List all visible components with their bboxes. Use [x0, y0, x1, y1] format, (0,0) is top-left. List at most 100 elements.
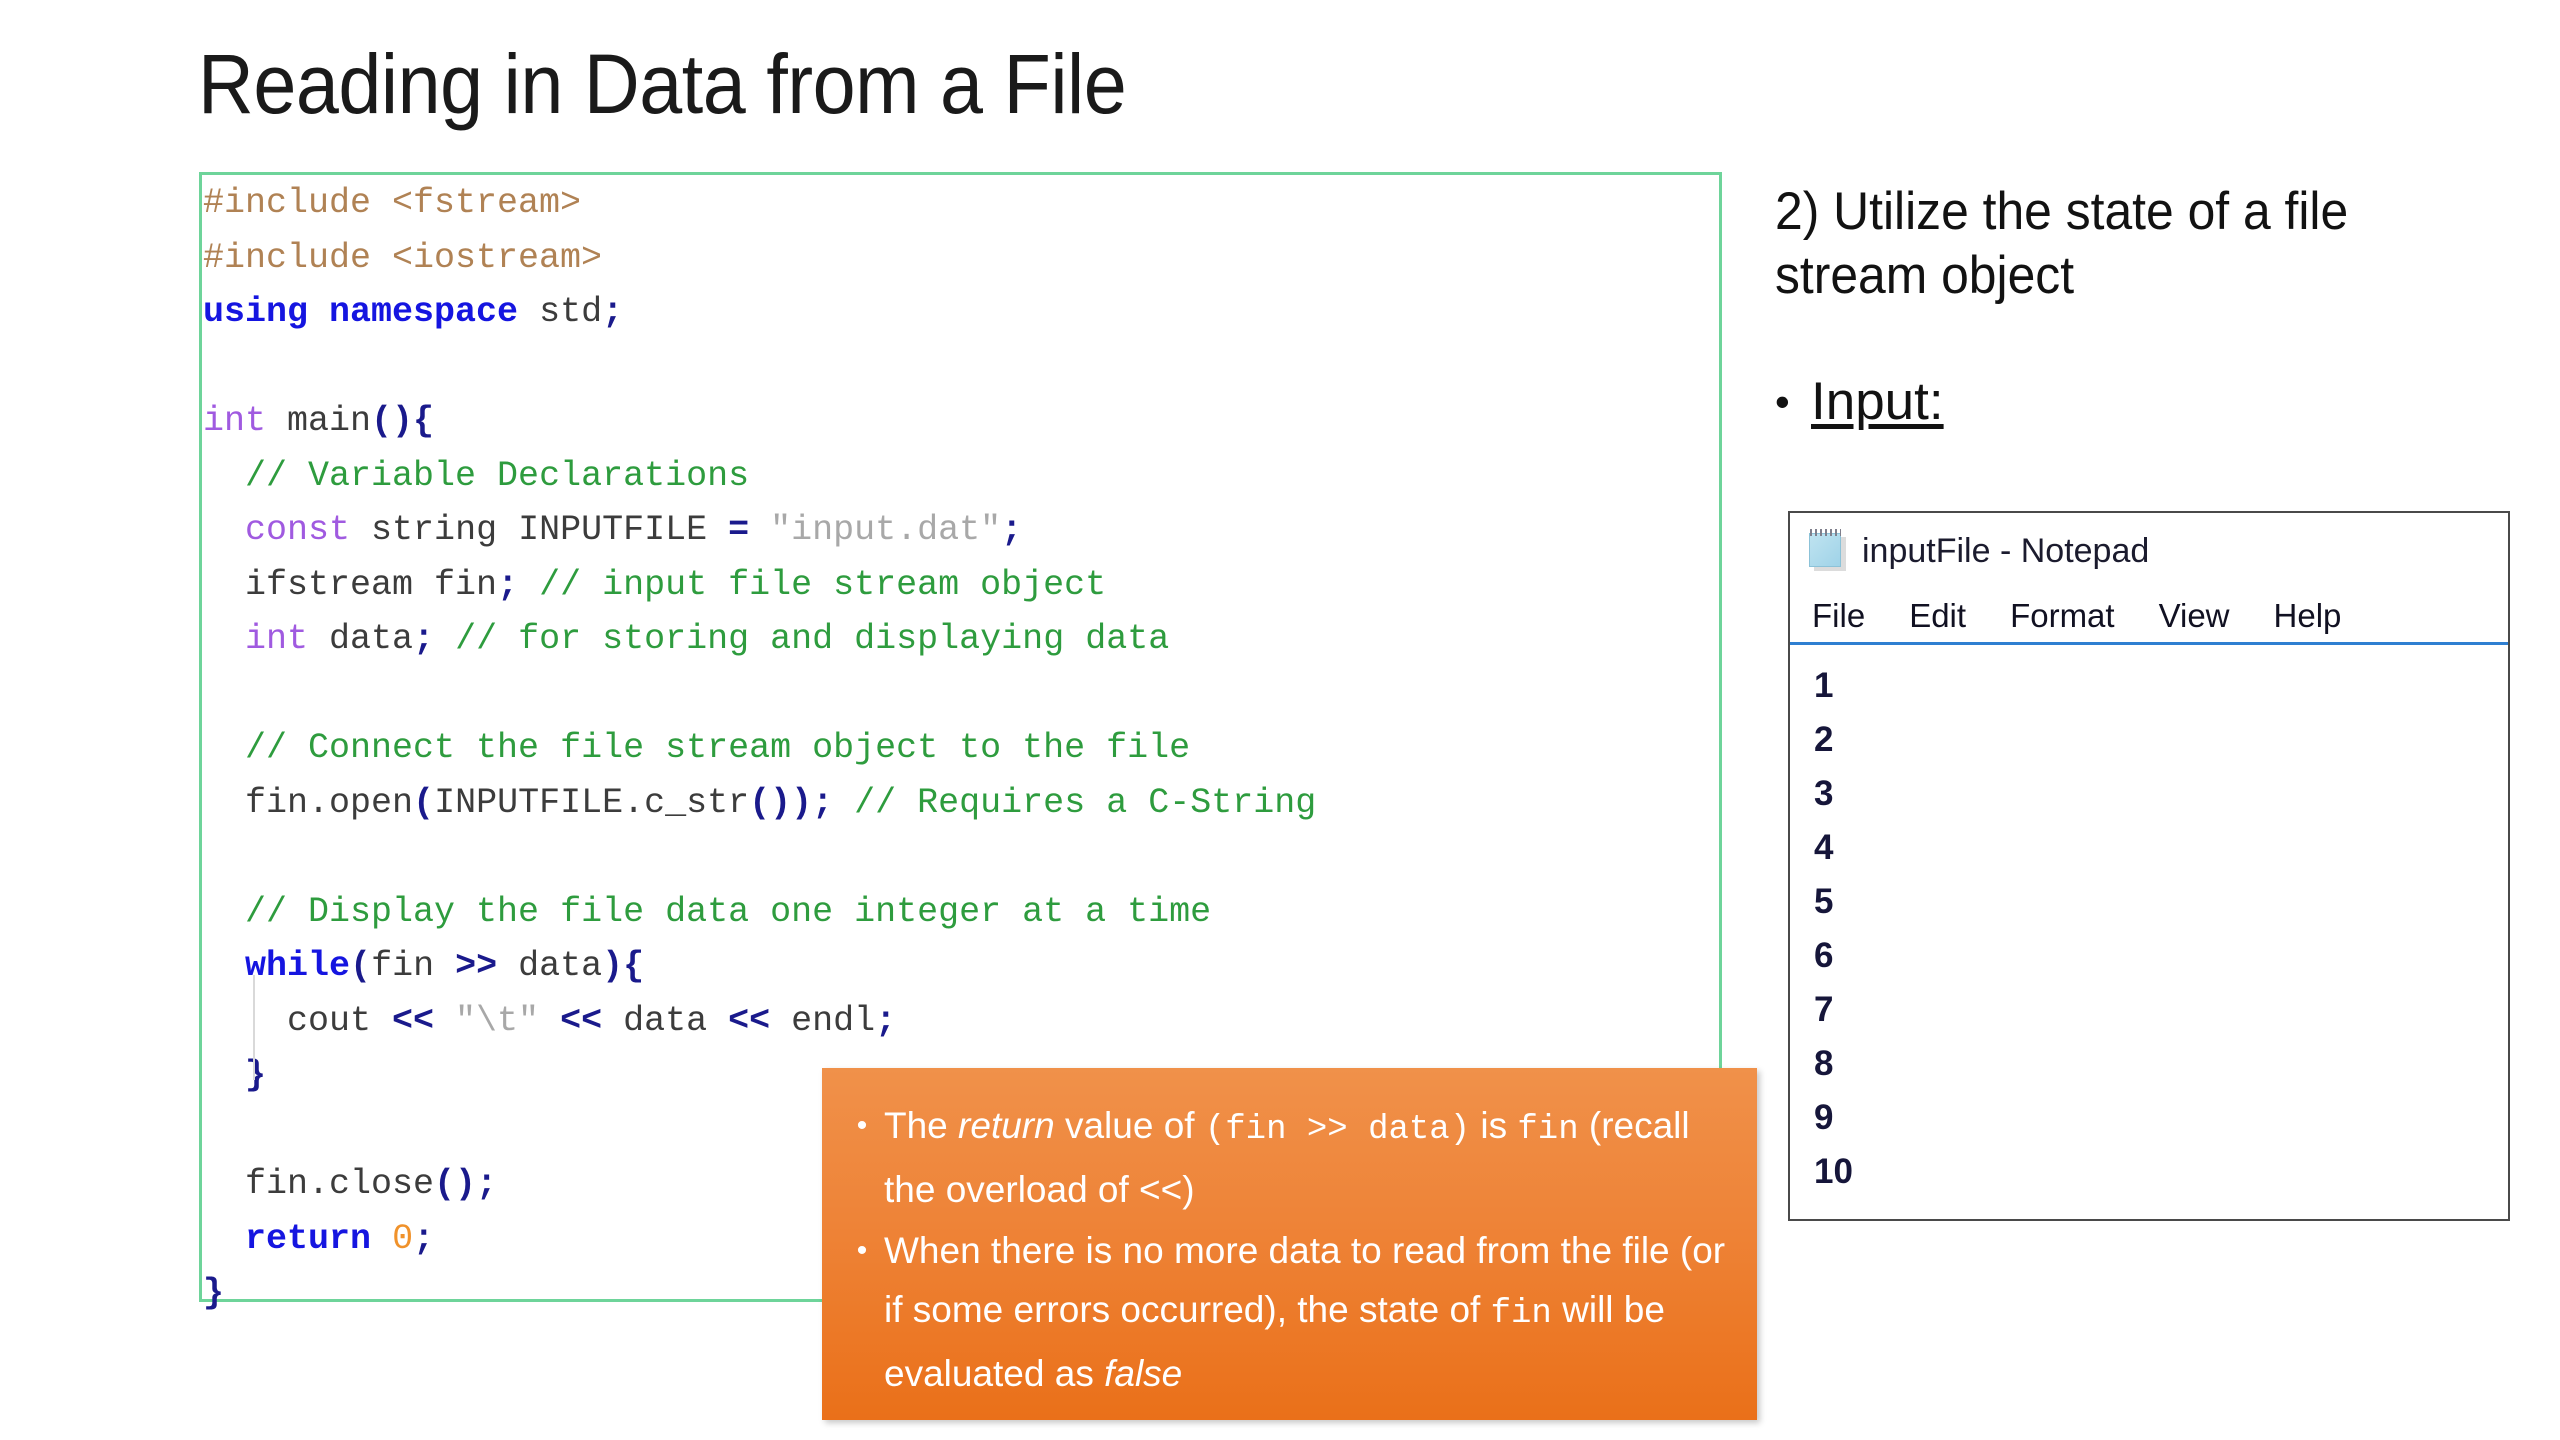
code-token: ();: [434, 1164, 498, 1204]
code-line: [203, 667, 1803, 722]
bullet-dot-icon: •: [856, 1109, 868, 1142]
notepad-menu-file[interactable]: File: [1812, 596, 1866, 634]
code-line: using namespace std;: [203, 285, 1803, 340]
code-line: int main(){: [203, 394, 1803, 449]
code-token: // Connect the file stream object to the…: [245, 728, 1191, 768]
code-token: fin.open: [203, 782, 414, 823]
code-token: >>: [455, 946, 498, 986]
callout-text-run: false: [1104, 1353, 1183, 1394]
code-token: int: [245, 619, 309, 659]
code-token: endl: [770, 1000, 876, 1041]
code-token: #include <fstream>: [203, 183, 582, 223]
callout-text-run: will be evaluated as: [884, 1289, 1665, 1394]
callout-text: The return value of (fin >> data) is fin…: [884, 1096, 1731, 1219]
code-token: [203, 1055, 245, 1095]
code-token: ){: [602, 946, 645, 986]
code-token: // Variable Declarations: [245, 455, 750, 496]
notepad-menu-view[interactable]: View: [2158, 596, 2230, 634]
code-token: [203, 946, 245, 986]
notepad-title: inputFile - Notepad: [1862, 531, 2150, 570]
callout-bullet-item: • When there is no more data to read from…: [840, 1221, 1731, 1403]
code-token: fin.close: [203, 1164, 435, 1204]
code-token: ;: [1001, 510, 1023, 550]
code-token: // for storing and displaying data: [455, 619, 1170, 659]
callout-text-run: return: [958, 1105, 1055, 1146]
callout-text-run: When there is no more data to read from …: [884, 1230, 1726, 1330]
code-token: ;: [497, 564, 519, 605]
callout-text-run: fin: [1490, 1295, 1552, 1333]
code-line: ifstream fin; // input file stream objec…: [203, 558, 1803, 613]
code-token: data: [497, 946, 603, 986]
code-line: // Display the file data one integer at …: [203, 885, 1803, 940]
code-token: [371, 1219, 392, 1259]
notepad-window[interactable]: inputFile - Notepad File Edit Format View He…: [1788, 511, 2510, 1221]
code-token: [203, 510, 245, 550]
notepad-content-line: 3: [1814, 774, 1834, 813]
callout-box: • The return value of (fin >> data) is fi…: [822, 1068, 1757, 1420]
code-token: string INPUTFILE: [350, 510, 729, 550]
code-token: [203, 619, 245, 659]
code-token: [518, 565, 539, 605]
notepad-content-line: 4: [1814, 828, 1834, 867]
code-token: ifstream fin: [203, 564, 498, 605]
code-line: cout << "\t" << data << endl;: [203, 994, 1803, 1049]
bullet-dot-icon: •: [1775, 378, 1790, 425]
callout-text-run: value of: [1054, 1105, 1205, 1146]
code-line: // Connect the file stream object to the…: [203, 721, 1803, 776]
code-token: data: [308, 619, 414, 659]
code-line: while(fin >> data){: [203, 939, 1803, 994]
code-token: [833, 783, 854, 823]
code-token: main: [266, 401, 372, 441]
code-line: }: [203, 1266, 1803, 1321]
code-line: fin.close();: [203, 1157, 1803, 1212]
code-token: ;: [602, 292, 624, 332]
notepad-content-line: 10: [1814, 1152, 1853, 1191]
notepad-content-line: 1: [1814, 666, 1834, 705]
callout-text-run: (fin >> data): [1204, 1111, 1471, 1149]
code-line: #include <iostream>: [203, 231, 1803, 286]
code-token: fin: [371, 946, 456, 986]
callout-text-run: The: [884, 1105, 959, 1146]
code-token: }: [245, 1055, 267, 1095]
code-token: <<: [560, 1000, 603, 1041]
code-token: [203, 1219, 245, 1259]
code-line: [203, 830, 1803, 885]
code-token: INPUTFILE.c_str: [434, 782, 750, 823]
callout-bullet-item: • The return value of (fin >> data) is fi…: [840, 1096, 1731, 1219]
notepad-menu-edit[interactable]: Edit: [1909, 596, 1967, 634]
code-token: ;: [413, 1218, 435, 1259]
code-line: int data; // for storing and displaying …: [203, 612, 1803, 667]
notepad-menu-format[interactable]: Format: [2010, 596, 2115, 634]
code-line: }: [203, 1048, 1803, 1103]
callout-text-run: fin: [1517, 1111, 1579, 1149]
notepad-content-line: 5: [1814, 882, 1834, 921]
code-token: // Requires a C-String: [854, 782, 1317, 823]
code-token: [203, 728, 245, 768]
notepad-menubar[interactable]: File Edit Format View Help: [1790, 589, 2508, 645]
notepad-content-line: 8: [1814, 1044, 1834, 1083]
code-token: while: [245, 946, 351, 986]
callout-text-run: (recall the overload of <<): [884, 1105, 1690, 1210]
code-token: (: [350, 946, 372, 986]
notepad-menu-help[interactable]: Help: [2273, 596, 2342, 634]
code-token: <<: [728, 1000, 771, 1041]
code-token: =: [728, 510, 750, 550]
callout-text: When there is no more data to read from …: [884, 1221, 1731, 1403]
right-panel-heading: 2) Utilize the state of a file stream ob…: [1775, 182, 2349, 305]
bullet-dot-icon: •: [856, 1234, 868, 1267]
code-token: [203, 892, 245, 932]
code-block: #include <fstream>#include <iostream>usi…: [203, 176, 1803, 1321]
code-line: #include <fstream>: [203, 176, 1803, 231]
code-token: return: [245, 1218, 372, 1259]
notepad-icon: [1808, 529, 1848, 573]
code-token: std: [518, 292, 603, 332]
code-token: using namespace: [203, 292, 519, 332]
code-line: fin.open(INPUTFILE.c_str()); // Requires…: [203, 776, 1803, 831]
notepad-content-line: 2: [1814, 720, 1834, 759]
code-token: "input.dat": [749, 510, 1002, 550]
code-line: [203, 340, 1803, 395]
code-token: (: [413, 782, 435, 823]
notepad-titlebar[interactable]: inputFile - Notepad: [1790, 513, 2508, 589]
code-token: "\t": [434, 1000, 561, 1041]
